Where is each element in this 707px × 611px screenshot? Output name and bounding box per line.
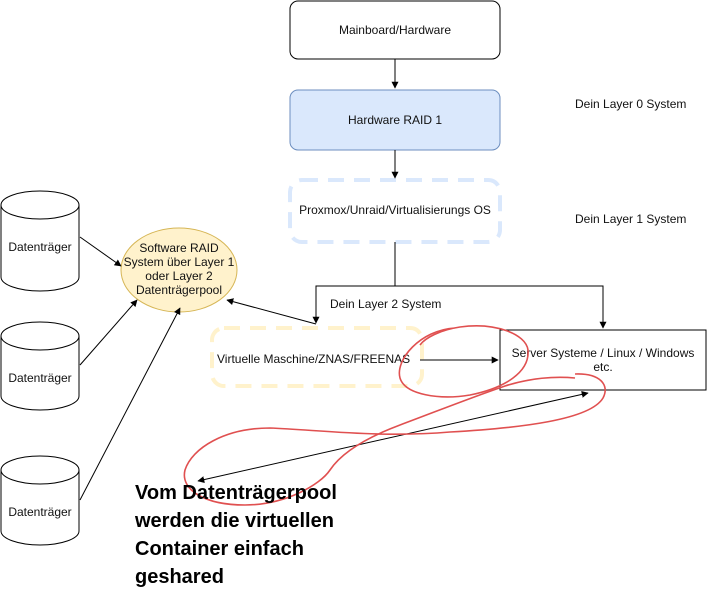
disk-2-label: Datenträger <box>8 371 71 385</box>
disk-2-body <box>0 336 80 411</box>
server-systems-line-2: etc. <box>593 360 612 374</box>
disk-node-2[interactable]: Datenträger <box>0 321 80 411</box>
annotation-line-4: geshared <box>135 566 224 588</box>
disk-3-label: Datenträger <box>8 505 71 519</box>
server-systems-node[interactable]: Server Systeme / Linux / Windows etc. <box>499 329 707 391</box>
layer2-label: Dein Layer 2 System <box>330 297 441 311</box>
software-raid-line-2: System über Layer 1 <box>124 255 235 269</box>
mainboard-node[interactable]: Mainboard/Hardware <box>289 0 501 60</box>
edge-disk3-softraid <box>79 307 181 501</box>
hardware-raid-node[interactable]: Hardware RAID 1 <box>289 89 501 151</box>
proxmox-label: Proxmox/Unraid/Virtualisierungs OS <box>299 203 491 217</box>
red-scribble-loop <box>183 373 606 506</box>
disk-1-top <box>0 190 80 220</box>
annotation-line-1: Vom Datenträgerpool <box>135 482 337 504</box>
hardware-raid-label: Hardware RAID 1 <box>348 113 442 127</box>
layer0-label: Dein Layer 0 System <box>575 97 686 111</box>
edge-proxmox-server <box>395 285 607 329</box>
vm-nas-node[interactable]: Virtuelle Maschine/ZNAS/FREENAS <box>210 326 424 388</box>
server-systems-line-1: Server Systeme / Linux / Windows <box>512 346 695 360</box>
disk-node-3[interactable]: Datenträger <box>0 455 80 546</box>
edge-proxmox-vm <box>312 242 396 324</box>
software-raid-line-1: Software RAID <box>139 241 219 255</box>
disk-1-label: Datenträger <box>8 240 71 254</box>
proxmox-dashed-box <box>288 178 502 244</box>
edge-disk2-softraid <box>79 299 138 366</box>
software-raid-line-3: oder Layer 2 <box>145 269 213 283</box>
software-raid-node[interactable]: Software RAID System über Layer 1 oder L… <box>120 227 238 313</box>
disk-3-top <box>0 455 80 485</box>
red-scribble-circle <box>398 325 529 398</box>
disk-1-body <box>0 205 80 292</box>
vm-nas-dashed-box <box>210 326 424 388</box>
edge-vm-softraid <box>226 298 317 325</box>
annotation-line-3: Container einfach <box>135 538 304 560</box>
disk-2-top <box>0 321 80 351</box>
annotation-line-2: werden die virtuellen <box>134 510 334 532</box>
mainboard-label: Mainboard/Hardware <box>339 23 451 37</box>
server-systems-box <box>499 329 707 391</box>
vm-nas-label: Virtuelle Maschine/ZNAS/FREENAS <box>217 352 410 366</box>
disk-node-1[interactable]: Datenträger <box>0 190 80 292</box>
layer1-label: Dein Layer 1 System <box>575 212 686 226</box>
proxmox-node[interactable]: Proxmox/Unraid/Virtualisierungs OS <box>288 178 502 244</box>
software-raid-line-4: Datenträgerpool <box>136 283 222 297</box>
disk-3-body <box>0 470 80 546</box>
edge-disk1-softraid <box>79 236 122 267</box>
edge-server-pool-bidirectional <box>197 390 589 484</box>
